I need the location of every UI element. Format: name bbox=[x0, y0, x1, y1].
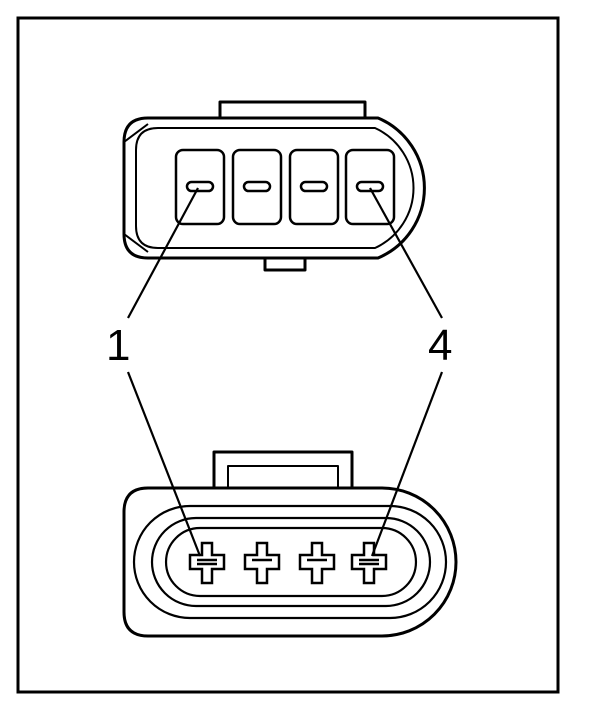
terminal-1 bbox=[188, 541, 226, 585]
female-cavities bbox=[174, 148, 396, 226]
female-connector bbox=[122, 100, 426, 272]
male-connector-ring-2 bbox=[150, 516, 432, 608]
male-terminals bbox=[188, 541, 388, 585]
terminal-3 bbox=[298, 541, 336, 585]
male-connector-ring-3 bbox=[164, 526, 418, 598]
leader-line-1-top bbox=[127, 187, 199, 319]
male-connector-ring-1 bbox=[132, 504, 448, 620]
male-connector-body bbox=[122, 486, 458, 638]
female-connector-bottom-tab bbox=[263, 256, 307, 272]
male-connector bbox=[122, 450, 458, 638]
terminal-4 bbox=[350, 541, 388, 585]
female-connector-lock-tab bbox=[218, 100, 367, 118]
leader-lines bbox=[126, 187, 444, 557]
female-connector-inner-rim bbox=[135, 127, 415, 249]
female-connector-body bbox=[122, 116, 426, 260]
female-connector-bevel bbox=[123, 123, 149, 253]
cavity-4 bbox=[344, 148, 396, 226]
pin-label-1: 1 bbox=[106, 321, 130, 370]
cavity-2 bbox=[231, 148, 283, 226]
frame-border bbox=[16, 16, 560, 694]
cavity-1 bbox=[174, 148, 226, 226]
pin-label-4: 4 bbox=[428, 321, 452, 370]
male-connector-lock-tab-inner bbox=[227, 465, 339, 488]
leader-line-1-bottom bbox=[126, 371, 202, 557]
leader-line-4-bottom bbox=[370, 371, 444, 557]
cavity-3 bbox=[288, 148, 340, 226]
leader-line-4-top bbox=[369, 187, 443, 319]
male-connector-lock-tab bbox=[212, 450, 354, 488]
terminal-2 bbox=[243, 541, 281, 585]
